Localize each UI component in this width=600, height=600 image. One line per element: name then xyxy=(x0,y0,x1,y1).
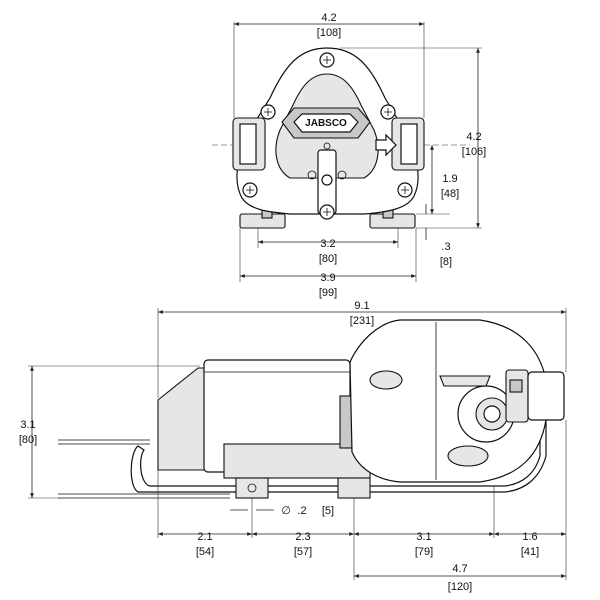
side-port-bore xyxy=(483,405,501,423)
dim-mount-spacing-ext xyxy=(257,228,399,248)
dim-seg2-inch: 2.3 xyxy=(295,531,310,543)
screw-icon xyxy=(242,182,258,198)
dim-port-height-inch: 1.9 xyxy=(442,173,457,185)
side-foot-left xyxy=(235,477,269,499)
logo-plate-inner xyxy=(293,113,359,133)
dim-head-inch: 4.7 xyxy=(452,563,467,575)
dim-head-mm: [120] xyxy=(448,581,472,593)
dim-seg2-mm: [57] xyxy=(294,546,312,558)
dim-hole-inch: .2 xyxy=(297,505,306,517)
screw-icon xyxy=(397,182,413,198)
dim-port-height-mm: [48] xyxy=(441,188,459,200)
motor-end-cap xyxy=(157,367,207,471)
side-valve-cap xyxy=(527,371,565,421)
front-right-nub xyxy=(337,170,347,180)
front-left-nub xyxy=(307,170,317,180)
dim-overall-ext xyxy=(157,308,567,398)
dim-side-height-ext xyxy=(28,365,200,499)
dim-height-inch: 4.2 xyxy=(466,131,481,143)
side-foot-right xyxy=(337,477,371,499)
dim-base-width-mm: [99] xyxy=(319,287,337,299)
motor-base-block xyxy=(223,443,371,479)
head-vent-upper xyxy=(369,370,403,390)
head-rib xyxy=(439,375,491,387)
flow-arrow-icon xyxy=(375,133,397,157)
dim-seg1-inch: 2.1 xyxy=(197,531,212,543)
side-view: 9.1 [231] 3.1 [80] ∅ .2 [5] 2.1 [54] 2.3… xyxy=(19,300,567,593)
screw-icon xyxy=(380,104,396,120)
dim-seg-ext xyxy=(157,420,567,580)
dim-base-offset-inch: .3 xyxy=(441,241,450,253)
front-small-hole xyxy=(323,142,331,150)
dim-mount-spacing-mm: [80] xyxy=(319,253,337,265)
dim-seg1-mm: [54] xyxy=(196,546,214,558)
dim-seg3-mm: [79] xyxy=(415,546,433,558)
dim-top-width-inch: 4.2 xyxy=(321,12,336,24)
dim-seg4-inch: 1.6 xyxy=(522,531,537,543)
dim-top-width-ext xyxy=(233,22,425,118)
dim-hole-mm: [5] xyxy=(322,505,334,517)
dim-side-height-mm: [80] xyxy=(19,434,37,446)
front-center-bolt xyxy=(321,174,333,186)
dim-height-ext xyxy=(340,47,482,229)
side-mount-hole xyxy=(247,483,257,493)
side-valve-knob xyxy=(509,379,523,393)
dim-seg4-mm: [41] xyxy=(521,546,539,558)
dim-top-width-mm: [108] xyxy=(317,27,341,39)
screw-icon xyxy=(260,104,276,120)
head-vent-lower xyxy=(447,445,489,467)
wire-upper xyxy=(58,439,150,445)
side-valve-body xyxy=(505,369,529,423)
dim-base-width-ext xyxy=(239,228,417,282)
dim-base-offset-mm: [8] xyxy=(440,256,452,268)
screw-icon xyxy=(319,52,335,68)
screw-icon xyxy=(319,204,335,220)
dim-overall-mm: [231] xyxy=(350,315,374,327)
wire-lower xyxy=(58,493,230,499)
dim-height-mm: [106] xyxy=(462,146,486,158)
dim-overall-inch: 9.1 xyxy=(354,300,369,312)
dim-base-width-inch: 3.9 xyxy=(320,272,335,284)
dim-side-height-inch: 3.1 xyxy=(20,419,35,431)
brand-logo-text: JABSCO xyxy=(305,118,347,129)
front-view: JABSCO 4.2 [108] xyxy=(212,12,486,299)
dim-seg3-inch: 3.1 xyxy=(416,531,431,543)
front-outlet-port-inner xyxy=(400,123,418,165)
dim-hole-symbol: ∅ xyxy=(281,505,291,517)
dim-mount-spacing-inch: 3.2 xyxy=(320,238,335,250)
front-inlet-port-inner xyxy=(239,123,257,165)
